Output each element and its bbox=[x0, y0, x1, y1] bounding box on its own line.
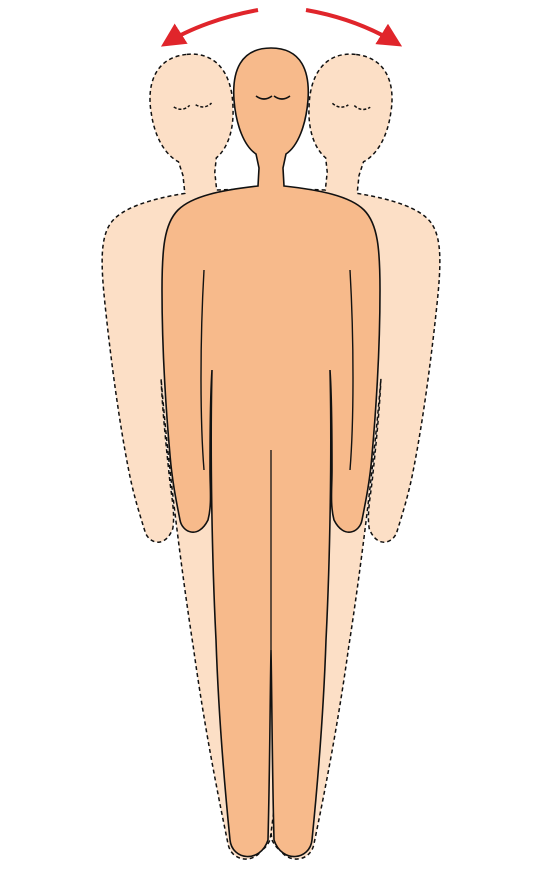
curved-arrow-left bbox=[165, 10, 258, 44]
curved-arrow-right bbox=[306, 10, 398, 44]
